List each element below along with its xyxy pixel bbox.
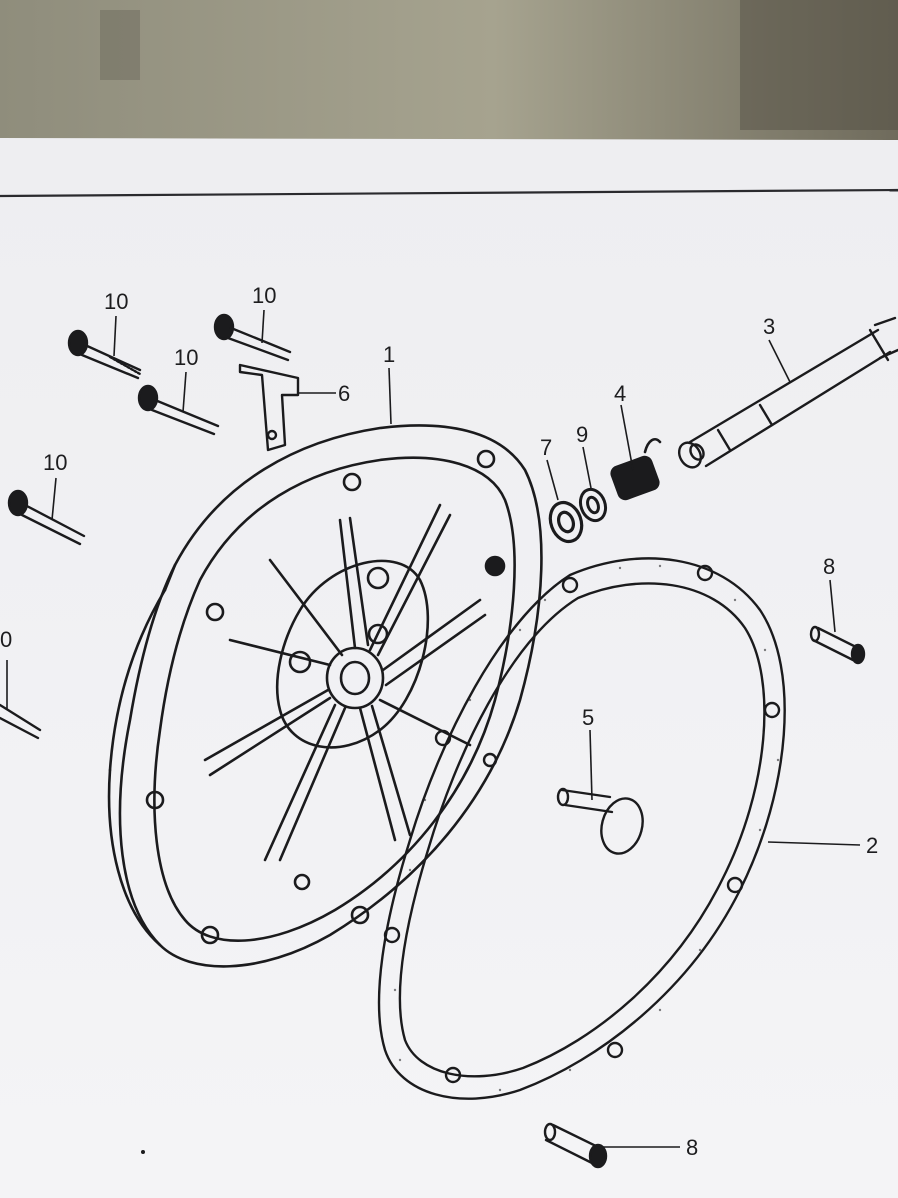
callout-washer: 9 bbox=[576, 422, 588, 447]
bolt-part-3 bbox=[137, 384, 220, 436]
callout-bolt-3: 10 bbox=[174, 345, 198, 370]
washer-part bbox=[578, 487, 608, 523]
callout-bolt-2: 10 bbox=[252, 283, 276, 308]
callout-bracket: 6 bbox=[338, 381, 350, 406]
callout-dowel-upper: 8 bbox=[823, 554, 835, 579]
dowel-lower-part bbox=[543, 1122, 608, 1169]
gasket-texture bbox=[393, 564, 780, 1092]
desk-dark-right bbox=[740, 0, 898, 130]
callout-spring: 4 bbox=[614, 381, 626, 406]
callout-shaft: 3 bbox=[763, 314, 775, 339]
desk-shadow-strip bbox=[100, 10, 140, 80]
gasket-part bbox=[377, 557, 786, 1100]
callout-seal: 7 bbox=[540, 435, 552, 460]
dowel-upper-part bbox=[809, 625, 866, 665]
callout-cover: 1 bbox=[383, 342, 395, 367]
seal-part bbox=[548, 500, 584, 544]
ink-speck bbox=[141, 1150, 145, 1154]
callout-dowel-lower: 8 bbox=[686, 1135, 698, 1160]
bolt-part-2 bbox=[213, 313, 292, 362]
bracket-part bbox=[238, 363, 300, 452]
callout-bolt-1: 10 bbox=[104, 289, 128, 314]
bolt-part-1 bbox=[67, 329, 142, 380]
callout-bolt-partial: 0 bbox=[0, 627, 12, 652]
desk-background bbox=[0, 0, 898, 160]
cover-part bbox=[107, 424, 543, 968]
callout-pin: 5 bbox=[582, 705, 594, 730]
bolt-part-4 bbox=[7, 489, 86, 546]
page-rule bbox=[0, 188, 898, 198]
callout-gasket: 2 bbox=[866, 833, 878, 858]
shaft-part bbox=[677, 316, 898, 469]
spring-part bbox=[610, 438, 662, 501]
callout-bolt-4: 10 bbox=[43, 450, 67, 475]
paper-sheet bbox=[0, 138, 898, 1198]
leader-lines bbox=[6, 309, 861, 1148]
pin-part bbox=[556, 787, 644, 855]
